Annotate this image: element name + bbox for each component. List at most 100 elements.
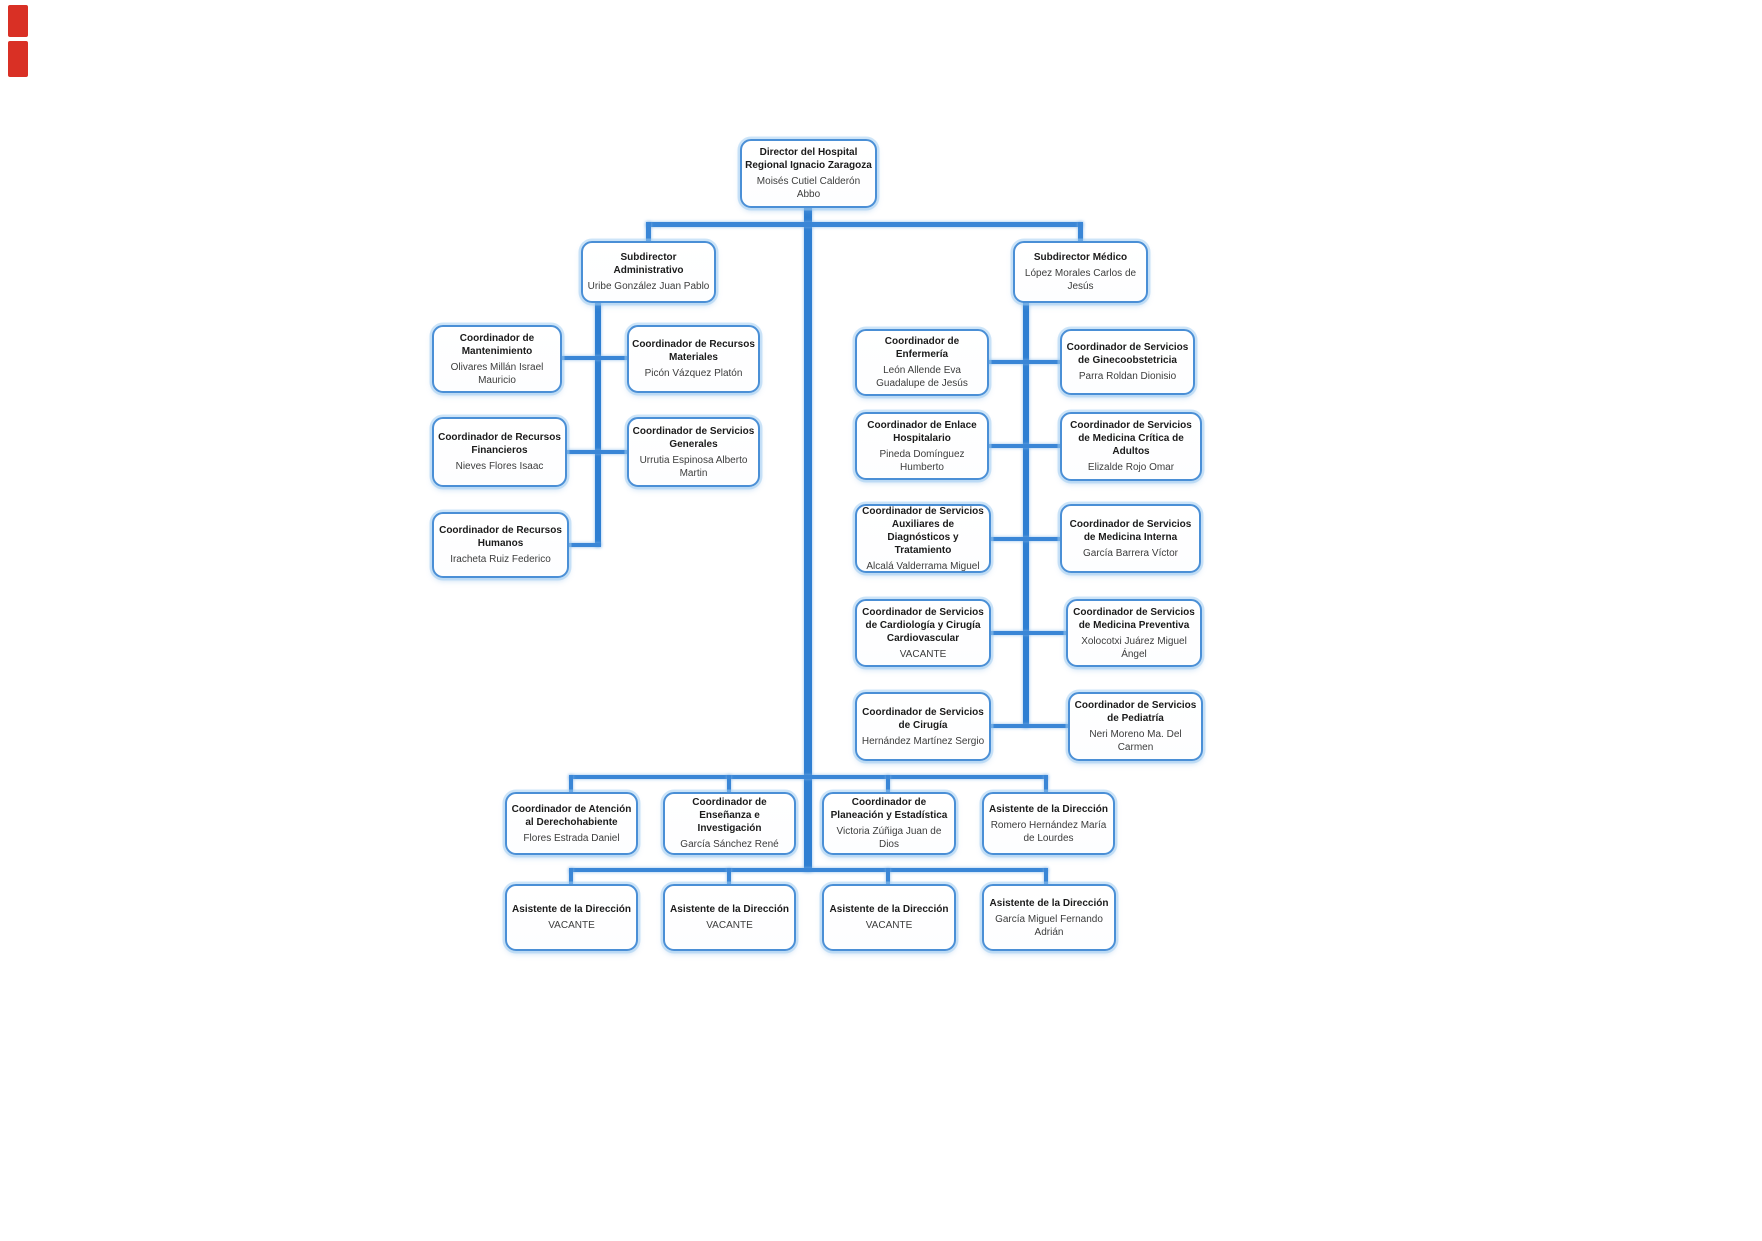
org-node-title: Asistente de la Dirección <box>670 904 789 915</box>
org-node-cardiologia: Coordinador de Servicios de Cardiología … <box>855 599 991 667</box>
org-connector-line <box>569 775 1048 779</box>
org-node-title: Coordinador de Enfermería <box>884 336 960 360</box>
org-connector-line <box>987 724 1070 728</box>
org-node-person: García Sánchez René <box>680 839 779 850</box>
org-node-title: Coordinador de Mantenimiento <box>459 332 535 357</box>
org-node-person: VACANTE <box>706 920 753 931</box>
red-edge-artifact <box>8 41 28 77</box>
org-node-title: Coordinador de Servicios de Medicina Crí… <box>1070 420 1192 457</box>
org-connector-line <box>595 301 601 547</box>
org-node-person: VACANTE <box>548 920 595 931</box>
org-node-person: Moisés Cutiel Calderón Abbo <box>756 176 861 200</box>
org-node-person: Flores Estrada Daniel <box>523 832 620 844</box>
org-node-title: Coordinador de Servicios de Cirugía <box>862 706 984 731</box>
org-node-title: Asistente de la Dirección <box>989 803 1108 815</box>
org-node-title: Coordinador de Atención al Derechohabien… <box>511 803 632 828</box>
org-node-title: Asistente de la Dirección <box>829 904 949 915</box>
org-node-person: Neri Moreno Ma. Del Carmen <box>1089 729 1182 753</box>
org-node-ginecoobstetricia: Coordinador de Servicios de Ginecoobstet… <box>1060 329 1195 395</box>
org-node-title: Coordinador de Enlace Hospitalario <box>867 419 977 444</box>
org-node-title: Coordinador de Enseñanza e Investigación <box>692 797 767 834</box>
org-connector-line <box>804 207 812 872</box>
org-node-title: Coordinador de Servicios Auxiliares de D… <box>862 505 984 556</box>
org-node-atencion-derechohabiente: Coordinador de Atención al Derechohabien… <box>505 792 638 855</box>
org-connector-line <box>987 537 1062 541</box>
org-node-person: Picón Vázquez Platón <box>644 368 743 379</box>
org-connector-line <box>1044 775 1048 793</box>
org-node-title: Subdirector Administrativo <box>613 252 684 276</box>
org-node-title: Coordinador de Servicios de Medicina Int… <box>1069 518 1192 543</box>
org-connector-line <box>565 450 630 454</box>
org-connector-line <box>727 775 731 793</box>
org-node-title: Coordinador de Recursos Humanos <box>439 525 562 549</box>
org-node-person: Victoria Zúñiga Juan de Dios <box>836 826 942 850</box>
org-connector-line <box>987 360 1062 364</box>
org-node-person: Xolocotxi Juárez Miguel Ángel <box>1081 635 1187 660</box>
org-node-medicina-critica: Coordinador de Servicios de Medicina Crí… <box>1060 412 1202 481</box>
org-connector-line <box>987 444 1062 448</box>
org-node-person: León Allende Eva Guadalupe de Jesús <box>876 365 968 389</box>
org-connector-line <box>987 631 1068 635</box>
org-node-person: Uribe González Juan Pablo <box>587 281 710 292</box>
org-node-person: Olivares Millán Israel Mauricio <box>450 361 544 386</box>
org-node-person: Iracheta Ruiz Federico <box>450 554 551 565</box>
org-node-person: Romero Hernández María de Lourdes <box>990 819 1107 844</box>
org-node-person: López Morales Carlos de Jesús <box>1024 268 1137 292</box>
org-node-title: Coordinador de Planeación y Estadística <box>830 797 948 821</box>
org-node-person: García Miguel Fernando Adrián <box>995 913 1103 938</box>
org-connector-line <box>567 543 601 547</box>
org-node-person: Parra Roldan Dionisio <box>1078 371 1177 382</box>
org-node-person: Hernández Martínez Sergio <box>861 735 985 747</box>
org-node-title: Coordinador de Recursos Materiales <box>632 339 755 363</box>
org-node-title: Coordinador de Servicios de Pediatría <box>1074 700 1197 724</box>
org-node-person: Alcalá Valderrama Miguel <box>866 560 980 572</box>
org-node-title: Director del Hospital Regional Ignacio Z… <box>745 147 872 171</box>
org-node-person: Urrutia Espinosa Alberto Martin <box>639 454 748 479</box>
org-connector-line <box>1078 222 1083 242</box>
org-connector-line <box>569 868 573 885</box>
org-node-title: Coordinador de Servicios de Ginecoobstet… <box>1066 342 1189 366</box>
org-connector-line <box>646 222 1083 227</box>
org-node-person: Pineda Domínguez Humberto <box>879 448 965 473</box>
org-node-title: Coordinador de Recursos Financieros <box>438 432 561 456</box>
org-node-medicina-preventiva: Coordinador de Servicios de Medicina Pre… <box>1066 599 1202 667</box>
org-connector-line <box>727 868 731 885</box>
org-node-title: Asistente de la Dirección <box>989 897 1109 909</box>
org-node-title: Subdirector Médico <box>1033 252 1128 263</box>
org-node-title: Coordinador de Servicios Generales <box>632 425 755 450</box>
org-node-title: Coordinador de Servicios de Cardiología … <box>862 606 984 644</box>
org-node-aux-diagnosticos: Coordinador de Servicios Auxiliares de D… <box>855 504 991 573</box>
org-connector-line <box>569 775 573 793</box>
org-connector-line <box>1023 301 1029 728</box>
org-connector-line <box>886 868 890 885</box>
org-node-person: VACANTE <box>899 648 947 660</box>
org-node-person: Nieves Flores Isaac <box>455 461 544 472</box>
org-node-ensenanza-investigacion: Coordinador de Enseñanza e Investigación… <box>663 792 796 855</box>
org-node-medicina-interna: Coordinador de Servicios de Medicina Int… <box>1060 504 1201 573</box>
org-node-person: VACANTE <box>865 920 913 931</box>
org-node-person: Elizalde Rojo Omar <box>1087 462 1175 473</box>
org-node-title: Coordinador de Servicios de Medicina Pre… <box>1073 606 1195 631</box>
org-node-person: García Barrera Víctor <box>1082 547 1179 559</box>
org-connector-line <box>646 222 651 242</box>
org-connector-line <box>569 868 1048 872</box>
org-connector-line <box>886 775 890 793</box>
red-edge-artifact <box>8 5 28 37</box>
org-connector-line <box>560 356 630 360</box>
